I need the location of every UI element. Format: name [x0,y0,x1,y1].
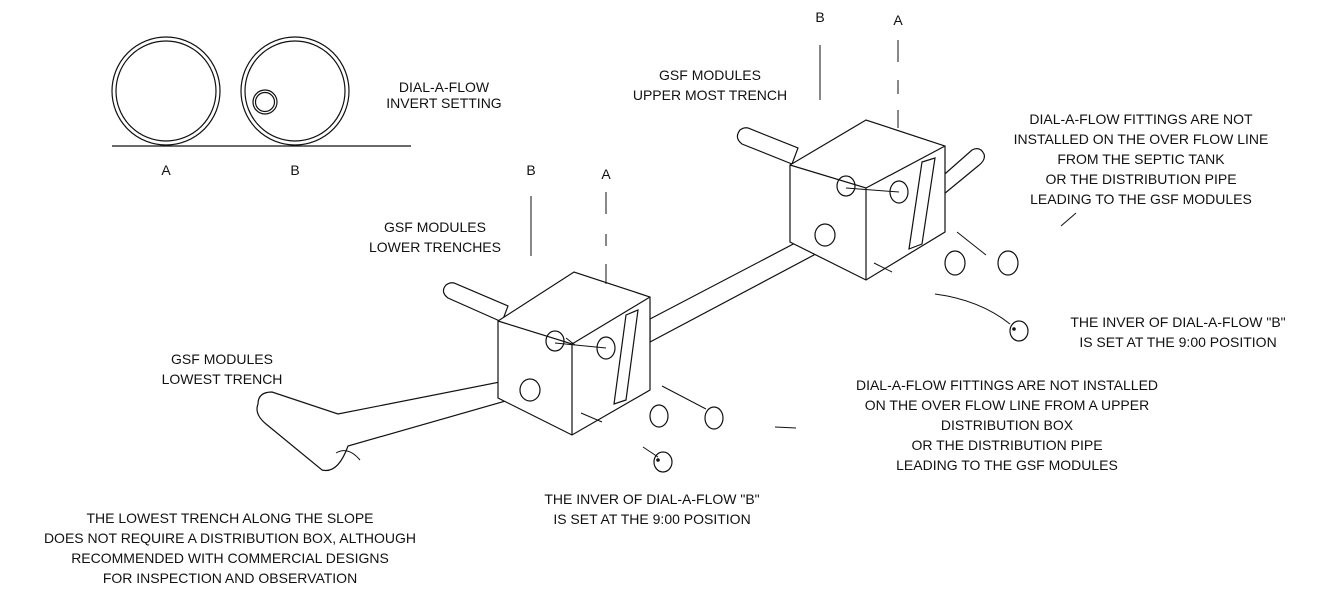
fitting-lower-3 [653,451,673,473]
upper-leader-bottom [873,262,893,273]
upper-invert-note-line-1: THE INVER OF DIAL-A-FLOW "B" [1070,314,1285,330]
invert-title-line-2: INVERT SETTING [386,95,501,111]
labels: B A GSF MODULES UPPER MOST TRENCH DIAL-A… [44,9,1286,586]
lowest-note-line-4: FOR INSPECTION AND OBSERVATION [103,570,357,586]
distribution-pipes [256,127,985,472]
upper-hole-a [889,180,909,204]
lower-mark [565,337,576,346]
lower-string-line [554,342,607,349]
upper-invert-leader [934,293,1011,325]
upper-invert-note-line-2: IS SET AT THE 9:00 POSITION [1079,334,1276,350]
lower-note-line-5: LEADING TO THE GSF MODULES [896,457,1118,473]
lower-hole-a [596,336,616,360]
lower-box-baffle [613,309,639,405]
lower-fitting-leader [661,385,707,410]
lowest-trench-pipe [256,379,517,472]
lower-title-line-2: LOWER TRENCHES [369,239,501,255]
lower-invert-note-line-2: IS SET AT THE 9:00 POSITION [553,511,750,527]
upper-hole-b [836,175,856,197]
lower-label-a: A [601,166,611,182]
pipe-circle-a [111,36,221,146]
fitting-upper-1 [944,250,966,276]
invert-title-line-1: DIAL-A-FLOW [399,79,490,95]
upper-string-line [845,187,900,193]
fitting-upper-3-dot [1012,327,1016,331]
invert-label-a: A [161,162,171,178]
pipe-circle-b [240,36,350,146]
lower-title-line-1: GSF MODULES [384,219,486,235]
lowest-title-line-1: GSF MODULES [171,351,273,367]
lower-note-line-3: DISTRIBUTION BOX [941,417,1074,433]
upper-module-box [789,119,946,281]
fitting-upper-3 [1009,320,1029,342]
lower-box-outline [497,271,651,436]
lower-outlet-hole [519,378,541,402]
lower-note-leader [774,426,797,429]
lower-label-b: B [526,162,535,178]
lower-note-line-4: OR THE DISTRIBUTION PIPE [911,437,1102,453]
fitting-lower-2 [704,406,724,430]
fitting-upper-2 [997,250,1019,276]
lowest-note-line-1: THE LOWEST TRENCH ALONG THE SLOPE [86,510,373,526]
lower-invert-leader [642,446,659,458]
upper-left-stub [736,127,799,165]
upper-note-line-2: INSTALLED ON THE OVER FLOW LINE [1014,131,1269,147]
upper-note-leader [1060,212,1077,227]
upper-label-b: B [815,9,824,25]
lowest-title-line-2: LOWEST TRENCH [162,371,283,387]
lower-note-line-2: ON THE OVER FLOW LINE FROM A UPPER [865,397,1149,413]
upper-outlet-hole [814,223,836,247]
loose-fittings [649,250,1029,473]
pipe-circle-b-inner [244,40,346,142]
lower-module-box [497,271,651,436]
dial-a-flow-hole-b-inner [254,91,276,113]
invert-setting-detail: A B DIAL-A-FLOW INVERT SETTING [111,36,502,178]
fitting-lower-1 [649,404,669,428]
elbow-joint [335,450,361,461]
upper-note-line-4: OR THE DISTRIBUTION PIPE [1045,171,1236,187]
lowest-note-line-3: RECOMMENDED WITH COMMERCIAL DESIGNS [71,550,389,566]
upper-note-line-3: FROM THE SEPTIC TANK [1057,151,1225,167]
leader-lines [530,40,1077,458]
lowest-note-line-2: DOES NOT REQUIRE A DISTRIBUTION BOX, ALT… [44,530,416,546]
upper-box-baffle [908,157,936,250]
lower-leader-bottom [580,412,603,423]
upper-note-line-5: LEADING TO THE GSF MODULES [1030,191,1252,207]
dial-a-flow-hole-b [252,89,278,115]
upper-title-line-2: UPPER MOST TRENCH [633,87,787,103]
lower-hole-b [545,330,565,352]
lower-note-line-1: DIAL-A-FLOW FITTINGS ARE NOT INSTALLED [856,377,1158,393]
lower-left-stub [442,282,509,323]
upper-note-line-1: DIAL-A-FLOW FITTINGS ARE NOT [1029,111,1253,127]
upper-fitting-leader [956,231,987,256]
upper-label-a: A [893,12,903,28]
lower-invert-note-line-1: THE INVER OF DIAL-A-FLOW "B" [544,491,759,507]
pipe-circle-a-inner [115,40,217,142]
fitting-lower-3-dot [656,458,660,462]
invert-label-b: B [290,162,299,178]
upper-title-line-1: GSF MODULES [659,67,761,83]
upper-right-stub [937,148,985,195]
